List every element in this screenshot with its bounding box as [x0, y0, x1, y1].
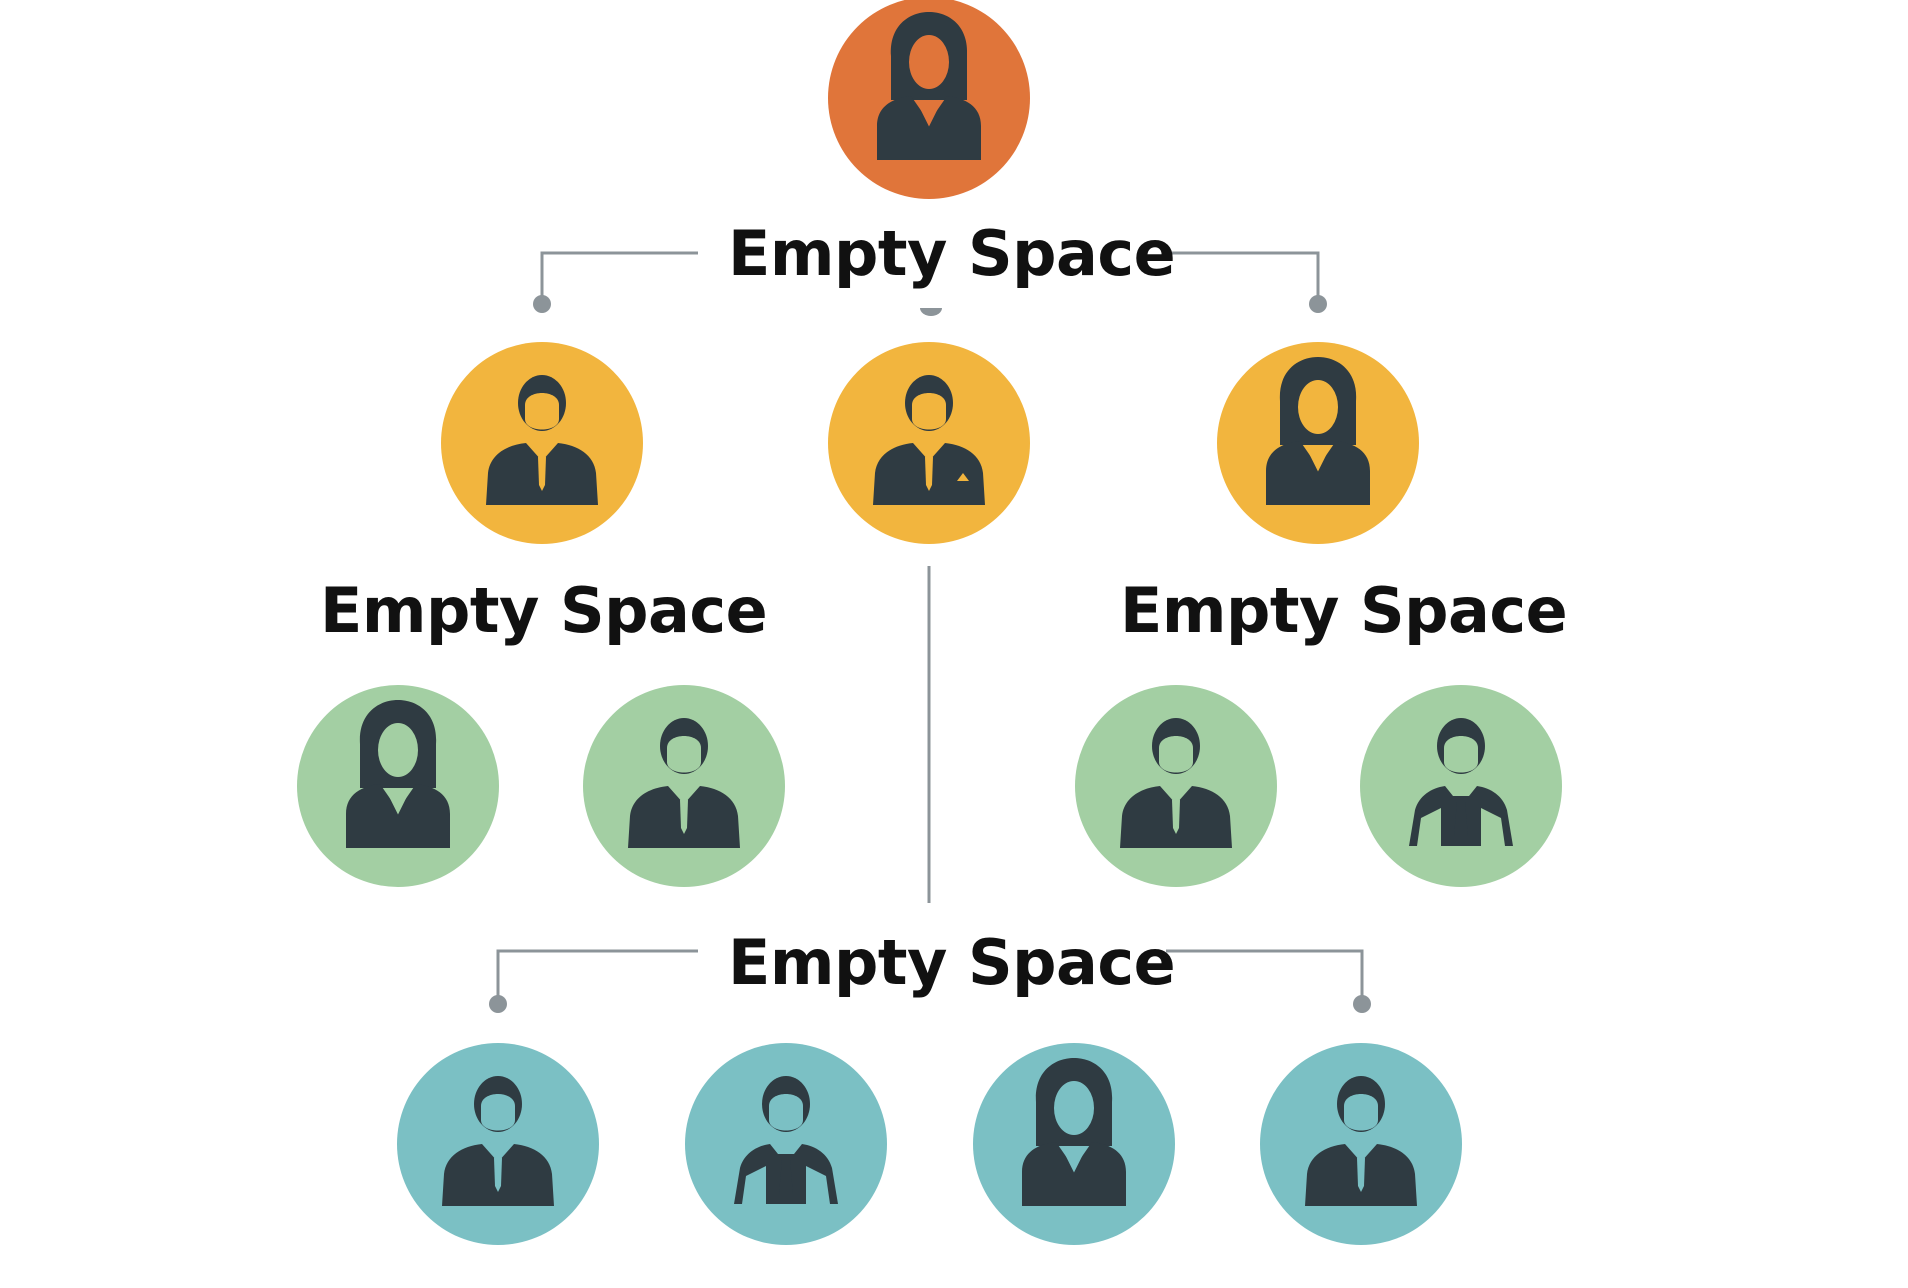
man-lab-coat-icon [1409, 718, 1513, 846]
woman-icon [346, 700, 450, 848]
man-suit-icon [873, 375, 985, 505]
level-1-node [828, 0, 1030, 199]
label-left: Empty Space [320, 574, 768, 647]
level-2-node [1217, 342, 1419, 544]
connector-bottom-left [496, 949, 698, 1004]
man-icon [628, 718, 740, 848]
man-lab-coat-icon [734, 1076, 838, 1204]
woman-icon [1266, 357, 1370, 505]
level-3-node [583, 685, 785, 887]
level-3-node [1360, 685, 1562, 887]
connector-top-left [540, 251, 698, 304]
label-bottom: Empty Space [728, 926, 1176, 999]
level-4-node [973, 1043, 1175, 1245]
connector-dot [1353, 995, 1371, 1013]
level-3-node [1075, 685, 1277, 887]
nodes [297, 0, 1562, 1245]
connector-dot [533, 295, 551, 313]
avatar-circle [1260, 1043, 1462, 1245]
avatar-circle [828, 342, 1030, 544]
level-2-node [441, 342, 643, 544]
level-4-node [685, 1043, 887, 1245]
connector-dot [1309, 295, 1327, 313]
avatar-circle [1360, 685, 1562, 887]
man-icon [442, 1076, 554, 1206]
avatar-circle [397, 1043, 599, 1245]
connector-top-right [1166, 251, 1320, 304]
level-4-node [1260, 1043, 1462, 1245]
label-top: Empty Space [728, 217, 1176, 290]
man-icon [1305, 1076, 1417, 1206]
connector-dot [920, 308, 942, 316]
man-icon [486, 375, 598, 505]
label-right: Empty Space [1120, 574, 1568, 647]
level-3-node [297, 685, 499, 887]
connectors [489, 251, 1371, 1013]
connector-bottom-right [1166, 949, 1364, 1004]
connector-dot [489, 995, 507, 1013]
level-2-node [828, 342, 1030, 544]
avatar-circle [1075, 685, 1277, 887]
man-icon [1120, 718, 1232, 848]
woman-icon [877, 12, 981, 160]
level-4-node [397, 1043, 599, 1245]
woman-icon [1022, 1058, 1126, 1206]
avatar-circle [685, 1043, 887, 1245]
avatar-circle [441, 342, 643, 544]
avatar-circle [583, 685, 785, 887]
